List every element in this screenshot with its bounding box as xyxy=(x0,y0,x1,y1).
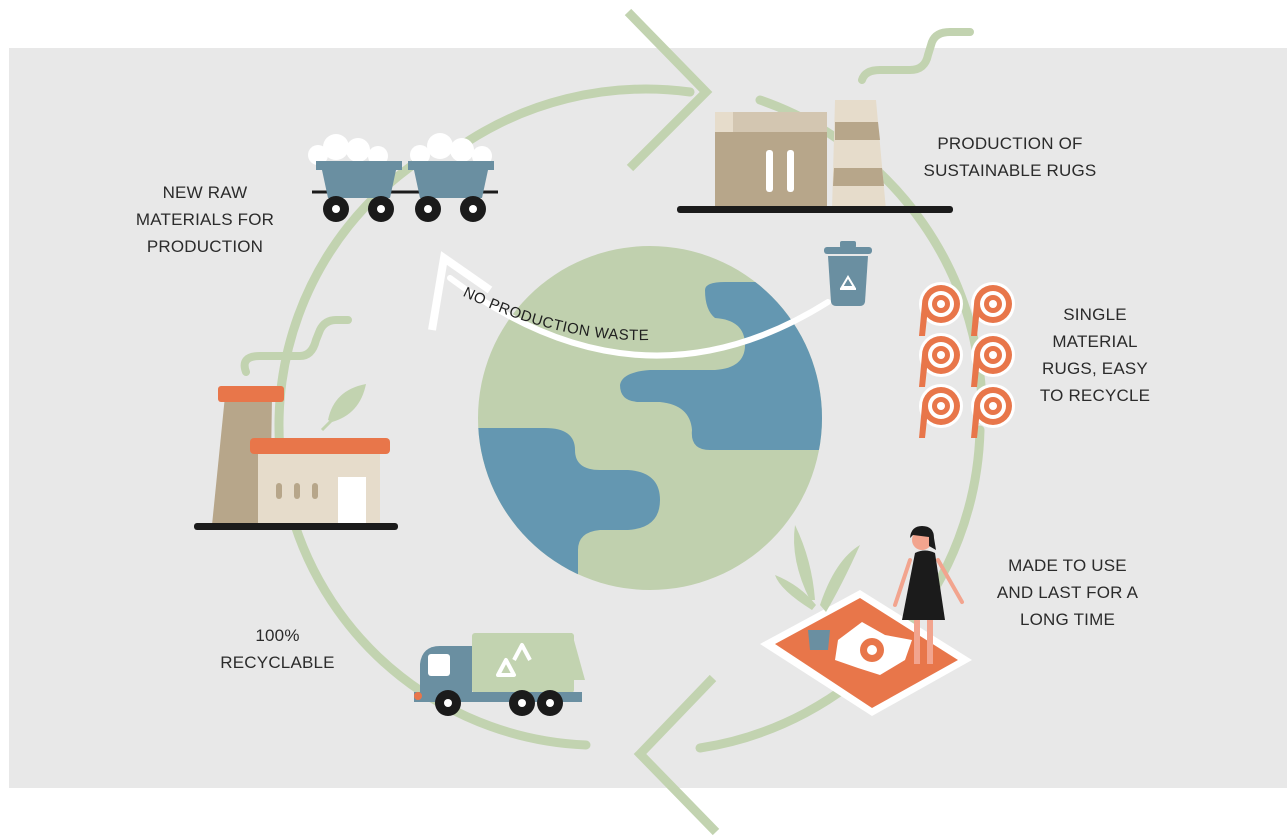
earth-globe-icon xyxy=(478,246,822,590)
person-on-rug-icon xyxy=(760,525,972,716)
label-made-to-last: MADE TO USE AND LAST FOR A LONG TIME xyxy=(996,556,1139,629)
arrow-top-icon xyxy=(624,8,713,172)
leaf-icon xyxy=(320,384,366,432)
label-recyclable: 100% RECYCLABLE xyxy=(220,626,335,672)
label-production: PRODUCTION OF SUSTAINABLE RUGS xyxy=(923,134,1097,180)
arrow-bottom-icon xyxy=(633,674,720,836)
label-single-material: SINGLE MATERIAL RUGS, EASY TO RECYCLE xyxy=(1039,305,1151,405)
mine-cart-icon xyxy=(308,133,498,222)
factory-icon xyxy=(677,28,974,213)
power-plant-icon xyxy=(194,316,398,530)
label-raw-materials: NEW RAW MATERIALS FOR PRODUCTION xyxy=(135,183,275,256)
recycle-bin-icon xyxy=(824,241,872,306)
footer-strip xyxy=(9,788,1287,839)
recycling-truck-icon xyxy=(414,633,585,716)
